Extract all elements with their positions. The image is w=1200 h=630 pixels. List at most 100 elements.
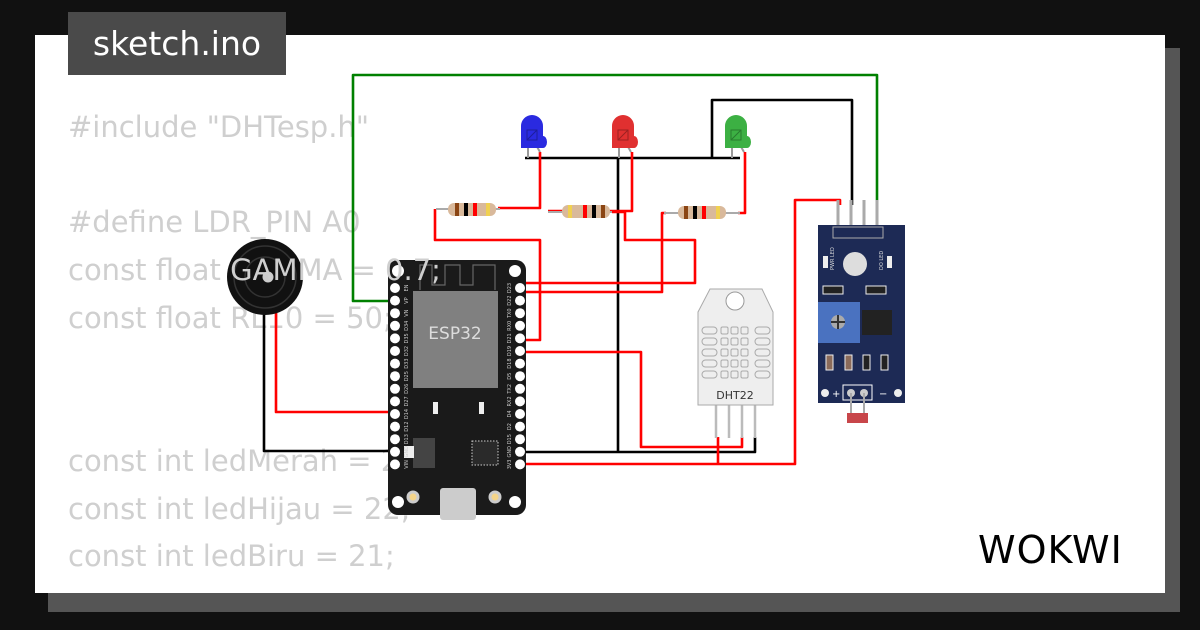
pin-d23[interactable] bbox=[515, 283, 525, 293]
pin-label: D2 bbox=[507, 423, 513, 430]
boot-button[interactable] bbox=[406, 490, 420, 504]
code-line: const float GAMMA = 0.7; bbox=[68, 253, 441, 288]
plus-label: + bbox=[832, 389, 840, 400]
pin-label: D5 bbox=[507, 373, 513, 380]
wire-red-blue-led bbox=[433, 152, 542, 342]
led-red[interactable] bbox=[612, 115, 638, 158]
minus-label: − bbox=[879, 389, 887, 400]
pin-label: VIN bbox=[404, 460, 410, 469]
pin-label: D4 bbox=[507, 410, 513, 417]
pin-d33[interactable] bbox=[390, 358, 400, 369]
pin-d35[interactable] bbox=[390, 333, 400, 344]
pin-d25[interactable] bbox=[390, 371, 400, 382]
pin-label: D33 bbox=[404, 358, 410, 368]
preview-card: #include "DHTesp.h" #define LDR_PIN A0 co… bbox=[35, 35, 1165, 593]
pin-tx0[interactable] bbox=[515, 308, 525, 319]
code-line: #define LDR_PIN A0 bbox=[68, 205, 361, 240]
wokwi-logo: WOKWI bbox=[978, 528, 1123, 572]
pin-label: D22 bbox=[507, 295, 513, 305]
esp32-board[interactable]: ESP32 ENVPVND34D35D32D33D25D26D27D14D12D… bbox=[388, 260, 526, 520]
pin-label: D25 bbox=[404, 371, 410, 381]
pin-label: VN bbox=[404, 309, 410, 316]
pin-3v3[interactable] bbox=[515, 459, 525, 470]
pin-label: RX2 bbox=[507, 396, 513, 406]
wire-red-3v3 bbox=[520, 198, 842, 466]
pin-d15[interactable] bbox=[515, 434, 525, 445]
wire-red-d19-dht bbox=[520, 350, 744, 449]
wire-green-ao bbox=[351, 73, 879, 303]
wire-black-led-common bbox=[525, 98, 854, 205]
wire-red-red-led bbox=[520, 152, 697, 285]
dht22-label: DHT22 bbox=[716, 389, 753, 402]
pin-label: D21 bbox=[507, 333, 513, 343]
dht22-sensor[interactable]: DHT22 bbox=[697, 288, 774, 438]
pin-label: EN bbox=[404, 284, 410, 291]
code-line: const int ledHijau = 22; bbox=[68, 491, 411, 526]
pin-gnd[interactable] bbox=[390, 446, 400, 457]
led-blue[interactable] bbox=[521, 115, 547, 158]
code-line: #include "DHTesp.h" bbox=[68, 110, 370, 144]
resistor-3[interactable] bbox=[664, 206, 740, 219]
ldr-module[interactable]: VCCGNDDOAO PWR LED DO LED + − bbox=[818, 200, 905, 423]
wire-black-buzzer-gnd bbox=[262, 312, 395, 453]
pin-label: RX0 bbox=[507, 321, 513, 331]
photoresistor bbox=[847, 413, 868, 423]
pin-label: D15 bbox=[507, 434, 513, 444]
pin-label: VP bbox=[404, 297, 410, 303]
esp32-label: ESP32 bbox=[428, 324, 481, 344]
pin-rx2[interactable] bbox=[515, 396, 525, 407]
pin-d5[interactable] bbox=[515, 371, 525, 382]
pin-label: D32 bbox=[404, 346, 410, 356]
pin-vp[interactable] bbox=[390, 295, 400, 306]
pin-label: D35 bbox=[404, 333, 410, 343]
sketch-title: sketch.ino bbox=[68, 12, 286, 75]
code-line: const int ledBiru = 21; bbox=[68, 539, 395, 574]
wire-red-buzzer-d14 bbox=[274, 312, 395, 414]
pin-label: D12 bbox=[404, 421, 410, 431]
pin-d22[interactable] bbox=[515, 295, 525, 306]
pin-label: D23 bbox=[507, 283, 513, 293]
pwr-led-label: PWR LED bbox=[830, 247, 836, 270]
pin-d2[interactable] bbox=[515, 421, 525, 432]
pin-rx0[interactable] bbox=[515, 320, 525, 331]
pin-d19[interactable] bbox=[515, 346, 525, 356]
pin-tx2[interactable] bbox=[515, 383, 525, 394]
pin-gnd[interactable] bbox=[515, 446, 525, 457]
resistor-2[interactable] bbox=[548, 205, 612, 218]
led-green[interactable] bbox=[725, 115, 751, 158]
usb-port bbox=[440, 488, 476, 520]
pin-label: GND bbox=[507, 446, 513, 458]
pin-d12[interactable] bbox=[390, 421, 400, 432]
pin-d4[interactable] bbox=[515, 409, 525, 419]
pin-d14[interactable] bbox=[390, 409, 400, 419]
pin-label: D26 bbox=[404, 384, 410, 394]
pin-label: GND bbox=[404, 446, 410, 458]
pin-en[interactable] bbox=[390, 283, 400, 293]
resistor-1[interactable] bbox=[436, 203, 500, 216]
pin-d27[interactable] bbox=[390, 396, 400, 407]
wire-black-gnd bbox=[520, 158, 757, 454]
pin-label: TX2 bbox=[507, 384, 513, 395]
pin-d13[interactable] bbox=[390, 434, 400, 445]
reset-button[interactable] bbox=[488, 490, 502, 504]
pin-label: D34 bbox=[404, 321, 410, 331]
pin-d32[interactable] bbox=[390, 346, 400, 356]
pin-label: D13 bbox=[404, 434, 410, 444]
pin-label: D19 bbox=[507, 346, 513, 356]
pin-d18[interactable] bbox=[515, 358, 525, 369]
pin-d26[interactable] bbox=[390, 383, 400, 394]
pin-label: D14 bbox=[404, 409, 410, 419]
pin-vn[interactable] bbox=[390, 308, 400, 319]
pin-d21[interactable] bbox=[515, 333, 525, 344]
pin-d34[interactable] bbox=[390, 320, 400, 331]
pin-label: 3V3 bbox=[507, 460, 513, 470]
pin-label: D18 bbox=[507, 358, 513, 368]
code-background: #include "DHTesp.h" #define LDR_PIN A0 co… bbox=[68, 104, 441, 581]
buzzer[interactable] bbox=[227, 239, 303, 315]
do-led-label: DO LED bbox=[879, 251, 885, 270]
code-line: const float RL10 = 50; bbox=[68, 300, 393, 335]
pin-vin[interactable] bbox=[390, 459, 400, 470]
pin-label: D27 bbox=[404, 396, 410, 406]
pin-label: TX0 bbox=[507, 308, 513, 319]
